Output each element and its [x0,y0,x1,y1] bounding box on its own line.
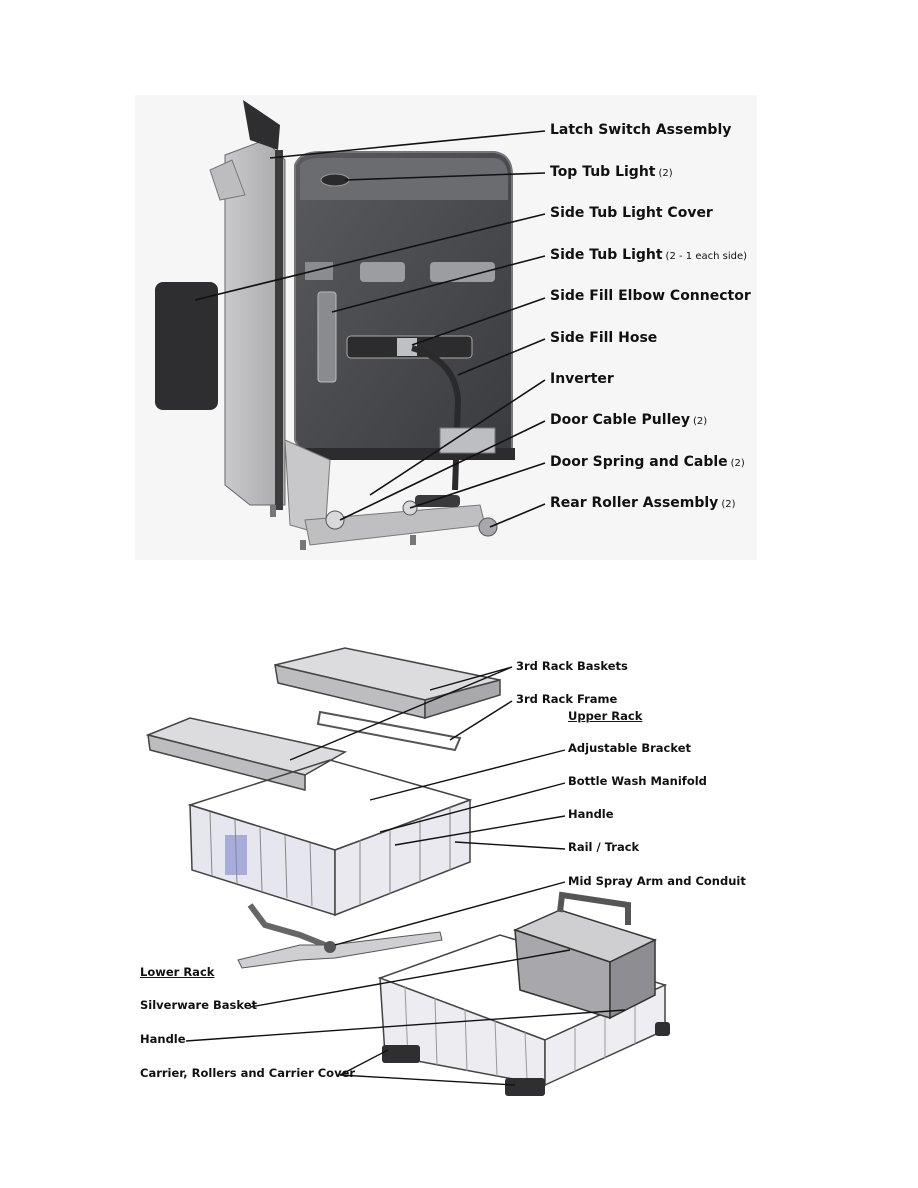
callout-note: (2) [721,499,736,510]
callout-bottle-wash-manifold: Bottle Wash Manifold [568,774,707,788]
callout-inverter: Inverter [550,372,617,386]
callout-side-tub-light: Side Tub Light(2 - 1 each side) [550,248,747,262]
callout-note: (2) [693,416,708,427]
callout-label: Side Fill Hose [550,330,658,346]
callout-side-fill-elbow-connector: Side Fill Elbow Connector [550,289,754,303]
callout-note: (2) [730,458,745,469]
callout-3rd-rack-frame: 3rd Rack Frame [516,692,618,706]
callout-mid-spray-arm-and-conduit: Mid Spray Arm and Conduit [568,874,746,888]
upper-rack-heading: Upper Rack [568,709,643,723]
callout-top-tub-light: Top Tub Light(2) [550,165,673,179]
callout-label: Side Tub Light Cover [550,205,713,221]
callout-rail-track: Rail / Track [568,840,640,854]
callout-adjustable-bracket: Adjustable Bracket [568,741,691,755]
callout-note: (2 - 1 each side) [665,251,748,262]
callout-carrier-rollers-cover: Carrier, Rollers and Carrier Cover [140,1066,356,1080]
callout-label: Door Cable Pulley [550,412,690,428]
door-panel [209,100,286,510]
callout-label: Door Spring and Cable [550,454,728,470]
callout-rear-roller-assembly: Rear Roller Assembly(2) [550,496,735,510]
callout-upper-handle: Handle [568,807,614,821]
callout-3rd-rack-baskets: 3rd Rack Baskets [516,659,628,673]
lower-rack-heading: Lower Rack [140,965,215,979]
callout-label: Latch Switch Assembly [550,122,732,138]
callout-note: (2) [658,168,673,179]
side-tub-light-cover-part [155,282,218,410]
top-leader-lines [194,130,546,528]
callout-silverware-basket: Silverware Basket [140,998,257,1012]
callout-side-fill-hose: Side Fill Hose [550,331,660,345]
callout-label: Side Fill Elbow Connector [550,288,751,304]
tub-body [294,151,515,491]
callout-label: Top Tub Light [550,164,656,180]
callout-label: Rear Roller Assembly [550,495,719,511]
racks-diagram-art [145,647,670,1096]
callout-door-cable-pulley: Door Cable Pulley(2) [550,413,707,427]
bottom-leader-lines [185,666,626,1086]
callout-label: Side Tub Light [550,247,663,263]
callout-door-spring-and-cable: Door Spring and Cable(2) [550,455,745,469]
callout-label: Inverter [550,371,614,387]
callout-side-tub-light-cover: Side Tub Light Cover [550,206,716,220]
callout-latch-switch-assembly: Latch Switch Assembly [550,123,734,137]
base-frame [270,439,498,550]
callout-lower-handle: Handle [140,1032,186,1046]
